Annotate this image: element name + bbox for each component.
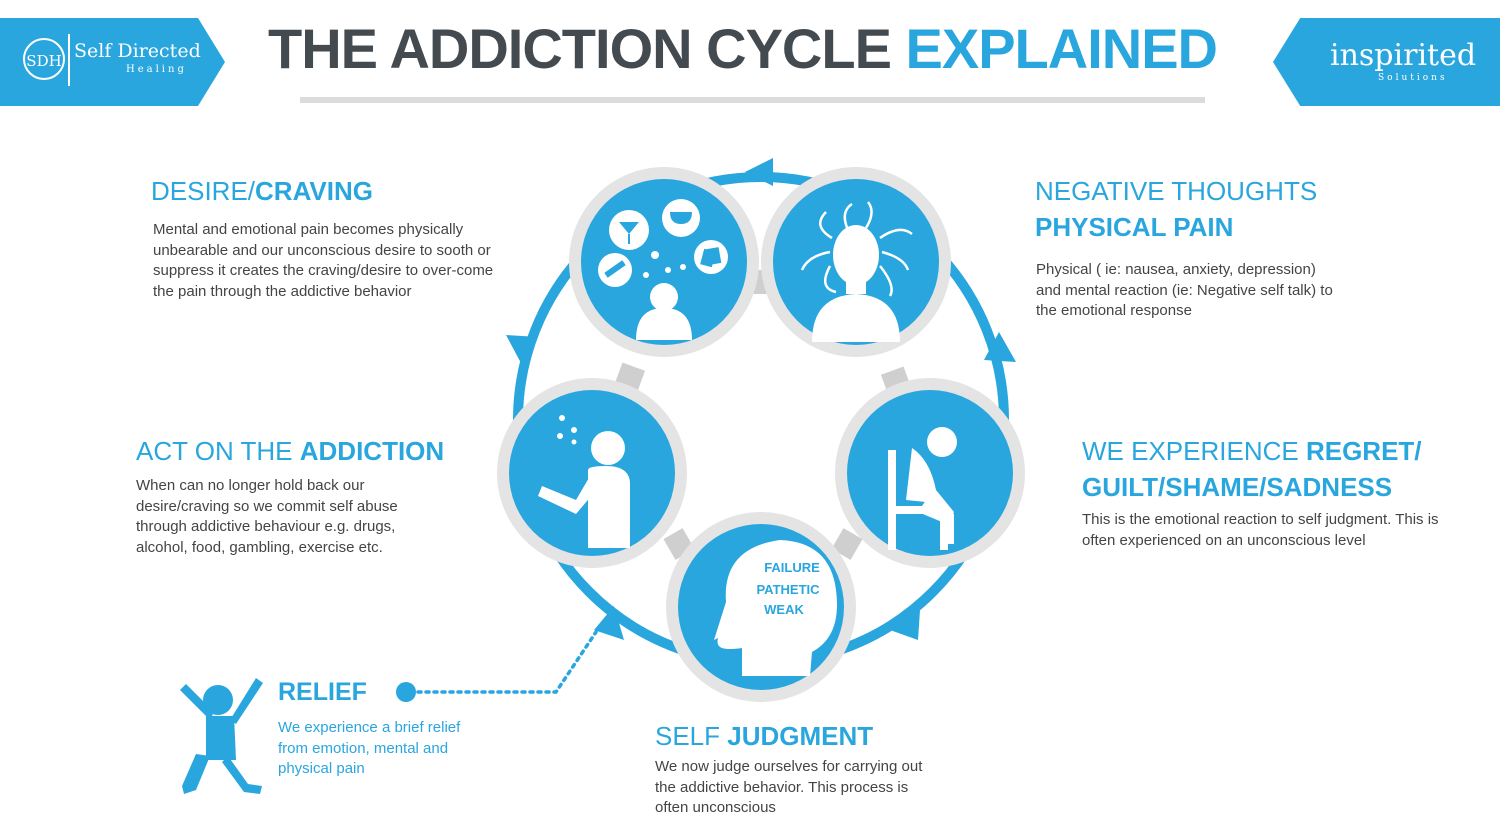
cycle-arrow-lower-left (594, 606, 624, 640)
negative-thoughts-circle (761, 167, 951, 357)
head-word-weak: WEAK (764, 602, 804, 617)
regret-heading: WE EXPERIENCE REGRET/ (1082, 433, 1422, 469)
ashamed-seated-person-icon (888, 427, 957, 550)
self-judgment-description: We now judge ourselves for carrying out … (655, 758, 923, 816)
sdh-logo-badge: SDH (23, 38, 65, 80)
desire-craving-heading: DESIRE/CRAVING (151, 173, 373, 209)
head-word-failure: FAILURE (764, 560, 820, 575)
logo-name-right: inspirited (1330, 38, 1477, 73)
act-label-bold: ADDICTION (299, 436, 445, 466)
cycle-arrow-top (745, 158, 773, 186)
head-profile-icon: FAILURE PATHETIC WEAK (714, 540, 837, 676)
regret-guilt-circle (835, 378, 1025, 568)
relief-heading: RELIEF (278, 678, 367, 706)
judgment-label-bold: JUDGMENT (727, 721, 874, 751)
judgment-label-light: SELF (655, 721, 721, 751)
logo-subtitle-left: Healing (126, 64, 187, 75)
title-underline (300, 97, 1205, 103)
inspirited-solutions-logo-banner (1273, 18, 1500, 106)
desire-label-light: DESIRE/ (151, 176, 256, 206)
relief-description: We experience a brief relief from emotio… (278, 719, 461, 777)
regret-description: This is the emotional reaction to self j… (1082, 511, 1439, 549)
logo-name-left: Self Directed (74, 40, 201, 62)
cycle-arrow-lower-right (890, 610, 920, 640)
title-accent: EXPLAINED (905, 17, 1217, 80)
desire-craving-circle (569, 167, 759, 357)
logo-subtitle-right: Solutions (1378, 73, 1448, 83)
guilt-shame-sadness-heading: GUILT/SHAME/SADNESS (1082, 469, 1392, 505)
negative-label-bold: PHYSICAL PAIN (1035, 212, 1234, 242)
act-on-addiction-circle (497, 378, 687, 568)
regret-label-light: WE EXPERIENCE (1082, 436, 1299, 466)
act-on-addiction-description: When can no longer hold back our desire/… (136, 477, 398, 556)
act-on-addiction-heading: ACT ON THE ADDICTION (136, 433, 444, 469)
act-label-light: ACT ON THE (136, 436, 293, 466)
drinking-person-icon (538, 415, 630, 548)
relief-connector (396, 630, 598, 702)
negative-thoughts-heading: NEGATIVE THOUGHTS (1035, 176, 1318, 206)
cycle-arrow-right (984, 332, 1016, 362)
cycle-arrow-upper-left (506, 335, 538, 365)
head-word-pathetic: PATHETIC (756, 582, 820, 597)
jumping-person-icon (180, 678, 263, 794)
troubled-head-icon (800, 201, 913, 342)
self-judgment-heading: SELF JUDGMENT (655, 718, 873, 754)
physical-pain-heading: PHYSICAL PAIN (1035, 209, 1233, 245)
negative-thoughts-description: Physical ( ie: nausea, anxiety, depressi… (1036, 261, 1333, 319)
regret-label-bold2: GUILT/SHAME/SADNESS (1082, 472, 1393, 502)
desire-craving-description: Mental and emotional pain becomes physic… (153, 221, 494, 300)
page-title: THE ADDICTION CYCLE EXPLAINED (268, 16, 1218, 81)
craving-thoughts-icon (598, 199, 728, 340)
self-judgment-circle: FAILURE PATHETIC WEAK (666, 512, 856, 702)
regret-label-bold: REGRET/ (1305, 436, 1422, 466)
desire-label-bold: CRAVING (255, 176, 373, 206)
title-main: THE ADDICTION CYCLE (268, 17, 892, 80)
logo-divider (68, 34, 70, 86)
